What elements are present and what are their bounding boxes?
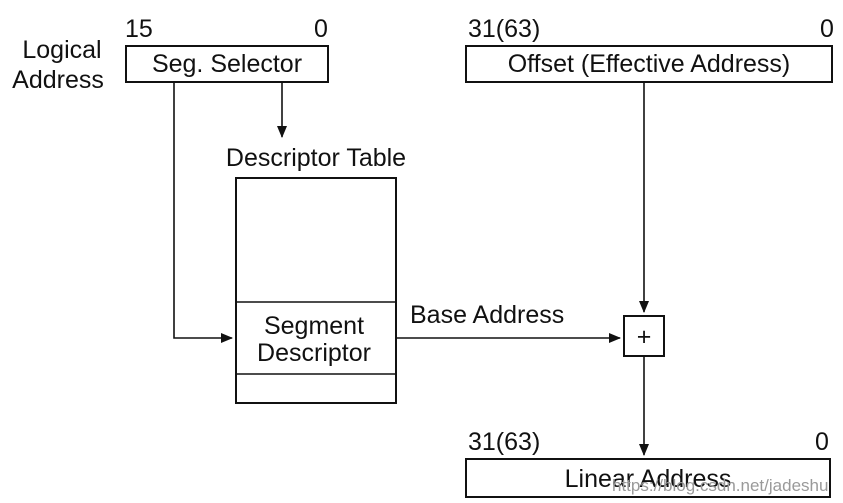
- watermark: https://blog.csdn.net/jadeshu: [612, 476, 828, 495]
- logical-address-label-line2: Address: [12, 66, 104, 94]
- base-address-label: Base Address: [410, 301, 564, 329]
- offset-label: Offset (Effective Address): [508, 50, 791, 78]
- logical-address-label-line1: Logical: [22, 36, 101, 64]
- offset-high-bit: 31(63): [468, 15, 540, 43]
- selector-high-bit: 15: [125, 15, 153, 43]
- selector-to-descriptor-arrow: [173, 82, 233, 343]
- segment-descriptor-label-line2: Descriptor: [257, 339, 371, 367]
- offset-low-bit: 0: [820, 15, 834, 43]
- linear-address-label: Linear Address: [565, 465, 732, 493]
- linear-address-box: [465, 458, 831, 498]
- descriptor-table: [235, 177, 397, 404]
- linear-high-bit: 31(63): [468, 428, 540, 456]
- descriptor-table-title: Descriptor Table: [226, 144, 406, 172]
- offset-box: [465, 45, 833, 83]
- selector-low-bit: 0: [314, 15, 328, 43]
- segment-selector-box: [125, 45, 329, 83]
- segment-descriptor-label-line1: Segment: [264, 312, 364, 340]
- adder-box: [623, 315, 665, 357]
- linear-low-bit: 0: [815, 428, 829, 456]
- adder-symbol: +: [637, 323, 652, 351]
- segment-selector-label: Seg. Selector: [152, 50, 302, 78]
